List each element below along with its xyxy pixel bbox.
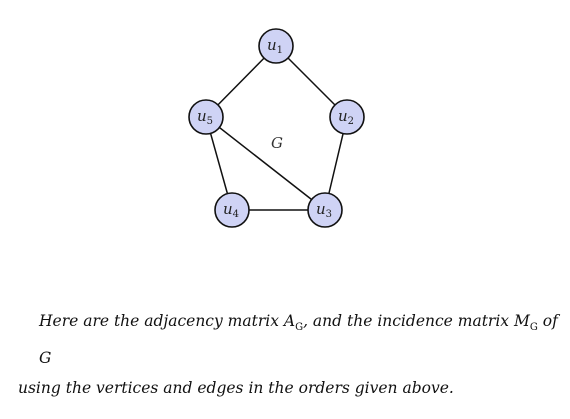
incidence-base: M	[513, 312, 530, 330]
node-circle-u2	[329, 99, 365, 135]
node-label-u4: u4	[223, 200, 239, 220]
node-label-base-u5: u	[197, 107, 207, 125]
caption-text-2: , and the incidence matrix	[303, 312, 514, 330]
caption-text-3: of G	[39, 312, 558, 368]
graph-name-label: G	[271, 134, 283, 152]
node-u4: u4	[214, 192, 250, 228]
node-label-base-u1: u	[267, 36, 277, 54]
node-circle-u4	[214, 192, 250, 228]
node-u2: u2	[329, 99, 365, 135]
caption-line-2: using the vertices and edges in the orde…	[18, 379, 454, 398]
node-circle-u1	[258, 28, 294, 64]
node-u1: u1	[258, 28, 294, 64]
adjacency-symbol: AG	[283, 312, 304, 334]
caption-text-1: Here are the adjacency matrix	[39, 312, 284, 330]
node-u5: u5	[188, 99, 224, 135]
adjacency-sub: G	[295, 322, 304, 334]
node-u3: u3	[307, 192, 343, 228]
incidence-sub: G	[529, 322, 538, 334]
caption-line-1: Here are the adjacency matrix AG, and th…	[18, 306, 558, 373]
node-label-u3: u3	[316, 200, 332, 220]
node-label-u2: u2	[338, 107, 354, 127]
node-label-base-u4: u	[223, 200, 233, 218]
edge-u5-u3	[205, 116, 326, 211]
node-circle-u5	[188, 99, 224, 135]
caption: Here are the adjacency matrix AG, and th…	[18, 306, 558, 403]
adjacency-base: A	[283, 312, 296, 330]
node-label-base-u3: u	[316, 200, 326, 218]
node-label-sub-u1: 1	[277, 45, 283, 56]
node-label-u5: u5	[197, 107, 213, 127]
node-circle-u3	[307, 192, 343, 228]
node-label-sub-u3: 3	[326, 209, 332, 220]
node-label-sub-u4: 4	[233, 209, 239, 220]
node-label-sub-u5: 5	[207, 116, 213, 127]
incidence-symbol: MG	[513, 312, 538, 334]
node-label-base-u2: u	[338, 107, 348, 125]
node-label-sub-u2: 2	[348, 116, 354, 127]
node-label-u1: u1	[267, 36, 283, 56]
edges-layer	[205, 45, 348, 211]
